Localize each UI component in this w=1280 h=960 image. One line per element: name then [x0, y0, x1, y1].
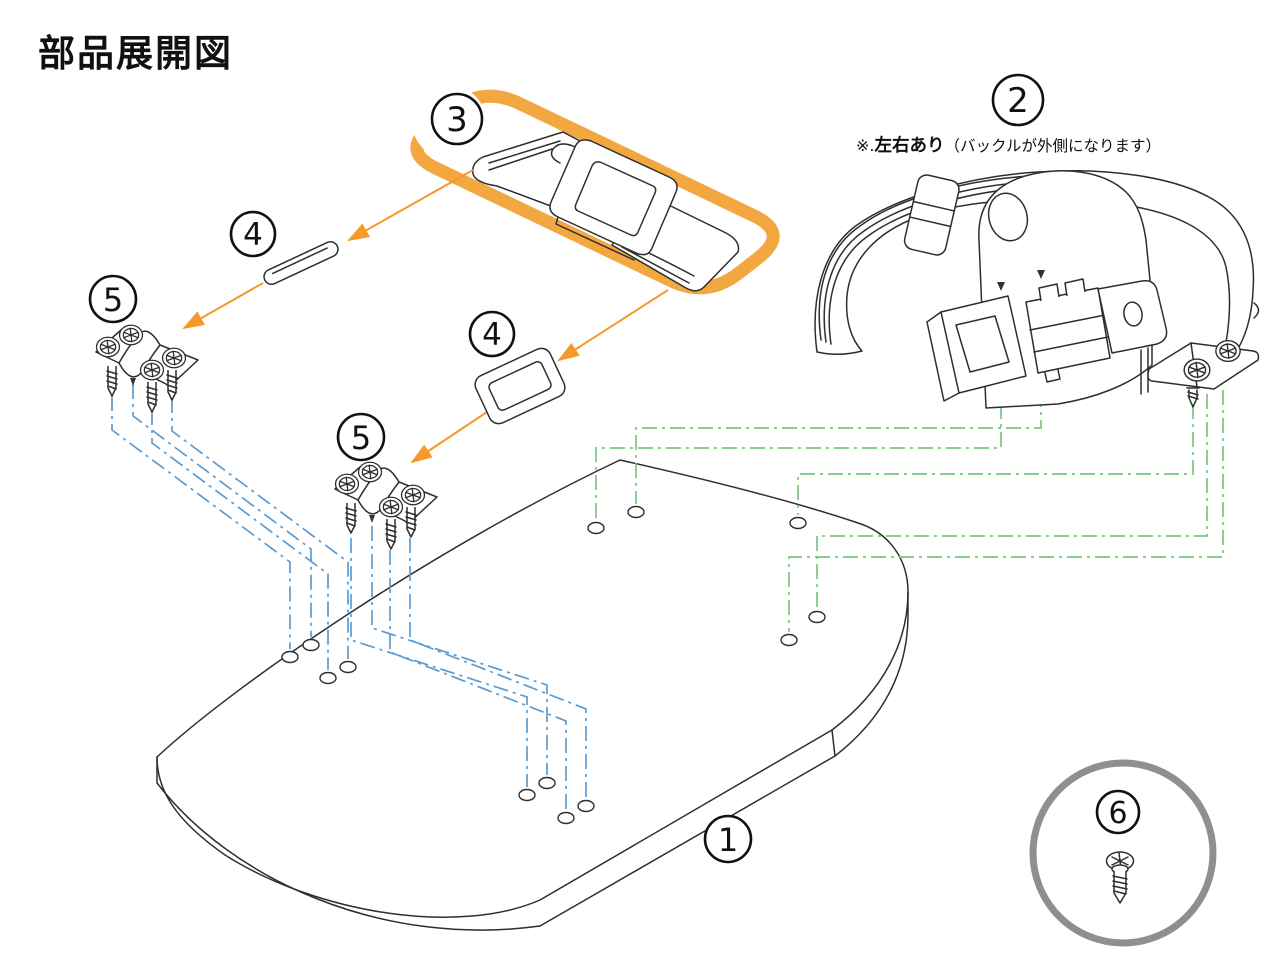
mount-bracket-middle	[335, 462, 437, 549]
orientation-note: ※.左右あり（バックルが外側になります）	[856, 135, 1161, 156]
callout-part1-number: 1	[718, 821, 738, 859]
callout-part5-middle: 5	[336, 412, 386, 462]
callout-part4-middle-number: 4	[482, 317, 502, 353]
note-bold: 左右あり	[875, 135, 945, 156]
blue-guide-lines	[111, 384, 587, 810]
ankle-strap-part	[471, 131, 740, 292]
assembly-arrows	[182, 169, 669, 464]
callout-part4-top-number: 4	[243, 217, 263, 253]
page-title: 部品展開図	[38, 32, 233, 75]
callout-part6-number: 6	[1108, 796, 1127, 831]
binding-assembly	[814, 170, 1260, 409]
note-suffix: （バックルが外側になります）	[945, 137, 1162, 155]
ring-spacer-middle	[474, 347, 566, 425]
callout-part3: 3	[430, 92, 484, 146]
callout-part3-number: 3	[446, 100, 468, 140]
callout-part4-middle: 4	[468, 310, 516, 358]
callout-part2-number: 2	[1007, 81, 1029, 121]
plate-screw-holes	[281, 505, 826, 825]
slot-spacer-top	[263, 241, 339, 285]
screw-icon	[1105, 851, 1135, 904]
callout-part2: 2	[991, 73, 1045, 127]
callout-part5-left-number: 5	[103, 281, 123, 319]
screw-detail-circle	[1029, 759, 1217, 947]
callout-part5-left: 5	[88, 274, 138, 324]
callout-part6: 6	[1095, 789, 1141, 835]
note-prefix: ※.	[856, 136, 875, 155]
callout-part1: 1	[703, 814, 753, 864]
callout-part4-top: 4	[229, 210, 277, 258]
callout-part5-middle-number: 5	[351, 419, 371, 457]
